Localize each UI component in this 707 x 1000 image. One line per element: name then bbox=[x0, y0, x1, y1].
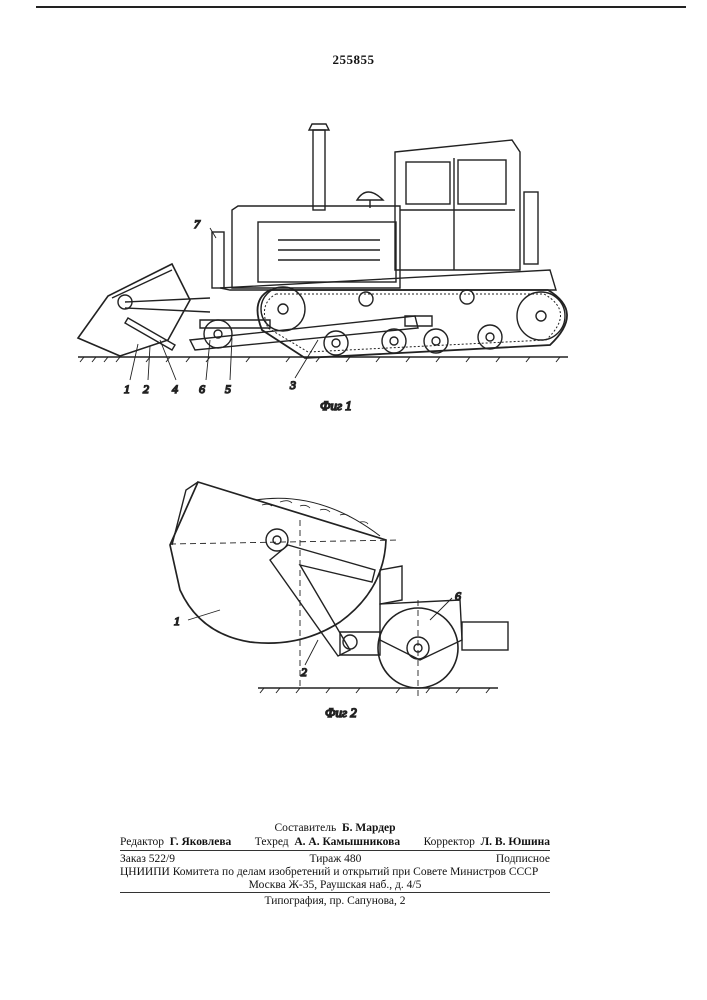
fig1-callout-5: 5 bbox=[225, 382, 231, 396]
printing-line: Типография, пр. Сапунова, 2 bbox=[120, 895, 550, 908]
fig2-callout-6: 6 bbox=[455, 589, 461, 603]
corrector-label: Корректор bbox=[424, 836, 475, 848]
colophon-divider-bottom bbox=[120, 892, 550, 893]
figure-2-caption: Фиг 2 bbox=[325, 705, 357, 720]
editor-label: Редактор bbox=[120, 836, 164, 848]
order-number: Заказ 522/9 bbox=[120, 853, 175, 866]
techred-name: А. А. Камышникова bbox=[294, 836, 400, 848]
compiler-name: Б. Мардер bbox=[342, 822, 396, 834]
colophon-order-block: Заказ 522/9 Тираж 480 Подписное ЦНИИПИ К… bbox=[120, 853, 550, 892]
subscription: Подписное bbox=[496, 853, 550, 866]
fig1-callout-1: 1 bbox=[124, 382, 130, 396]
fig1-callout-2: 2 bbox=[143, 382, 149, 396]
fig1-callout-7: 7 bbox=[194, 217, 201, 231]
editor-name: Г. Яковлева bbox=[170, 836, 232, 848]
colophon-compiler-line: Составитель Б. Мардер bbox=[120, 822, 550, 835]
compiler-label: Составитель bbox=[274, 822, 336, 834]
address-line: Москва Ж-35, Раушская наб., д. 4/5 bbox=[120, 879, 550, 892]
fig2-callout-2: 2 bbox=[301, 665, 307, 679]
corrector-name: Л. В. Юшина bbox=[481, 836, 550, 848]
fig1-callout-3: 3 bbox=[289, 378, 296, 392]
figure-1-caption: Фиг 1 bbox=[320, 398, 352, 413]
colophon-staff-line: Редактор Г. Яковлева Техред А. А. Камышн… bbox=[120, 836, 550, 849]
figure-1-tractor-drawing bbox=[78, 124, 568, 380]
colophon-divider-top bbox=[120, 850, 550, 851]
fig1-callout-6: 6 bbox=[199, 382, 205, 396]
circulation: Тираж 480 bbox=[310, 853, 362, 866]
fig1-callout-4: 4 bbox=[172, 382, 178, 396]
institute-line: ЦНИИПИ Комитета по делам изобретений и о… bbox=[120, 866, 550, 879]
fig2-callout-1: 1 bbox=[174, 614, 180, 628]
techred-label: Техред bbox=[255, 836, 289, 848]
